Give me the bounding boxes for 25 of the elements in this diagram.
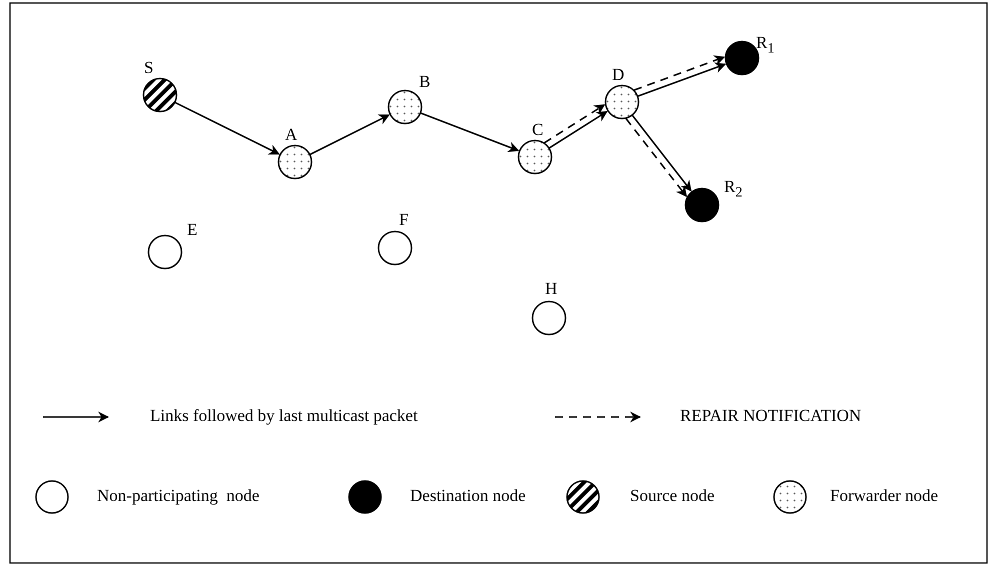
arrow	[544, 104, 606, 144]
node-label: F	[399, 211, 408, 229]
node-label: E	[187, 221, 198, 239]
node-label: R$_{2}$	[724, 178, 742, 202]
node-label: B	[419, 73, 430, 91]
legend-label: REPAIR NOTIFICATION	[680, 406, 862, 426]
arrow	[625, 118, 688, 198]
arrow	[174, 102, 280, 155]
node-label: H	[545, 280, 558, 298]
arrow	[548, 110, 608, 149]
node-label: A	[285, 126, 298, 144]
legend-label: Source node	[630, 486, 715, 506]
node-label: D	[612, 66, 624, 84]
legend-label: Links followed by last multicast packet	[150, 406, 418, 426]
arrow	[638, 62, 726, 97]
node-label: C	[532, 121, 544, 139]
legend-label: Forwarder node	[830, 486, 938, 506]
arrow	[420, 112, 520, 152]
legend-label: Non-participating node	[97, 486, 260, 506]
arrow	[310, 114, 390, 156]
arrow	[632, 114, 692, 192]
legend-label: Destination node	[410, 486, 526, 506]
node-label: S	[144, 59, 154, 77]
node-label: R$_{1}$	[756, 34, 774, 58]
arrow	[634, 55, 726, 91]
